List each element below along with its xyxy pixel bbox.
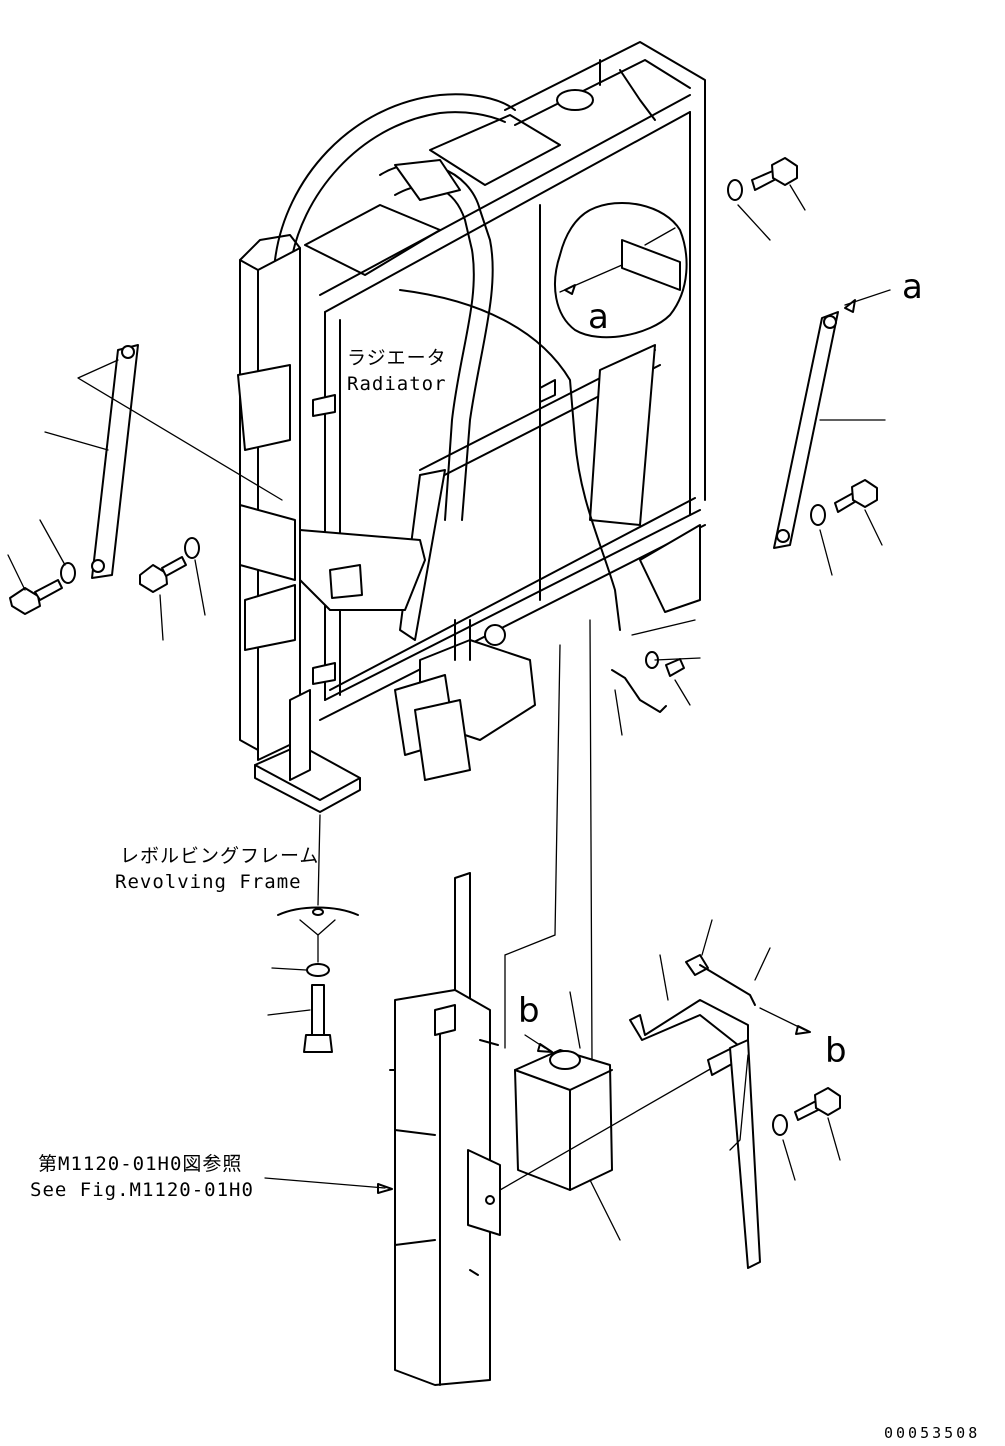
support-column <box>389 872 501 1386</box>
right-stay-rod: a <box>773 267 923 549</box>
callout-a-detail: a <box>588 297 609 337</box>
callout-a-rod: a <box>902 267 923 307</box>
callout-b-bracket: b <box>825 1031 847 1071</box>
radiator-label: ラジエータ Radiator <box>347 347 447 395</box>
tank-bracket: b <box>629 919 847 1269</box>
radiator-label-en: Radiator <box>347 373 447 395</box>
see-fig-label-en: See Fig.M1120-01H0 <box>30 1179 254 1201</box>
detail-a-bubble: a <box>554 202 688 339</box>
drawing-number: 00053508 <box>884 1424 980 1442</box>
reservoir-tank: b <box>499 619 713 1241</box>
callout-b-tank: b <box>518 991 540 1031</box>
revolving-frame-label-en: Revolving Frame <box>115 871 302 893</box>
left-stay-rod <box>44 344 283 579</box>
see-fig-label-jp: 第M1120-01H0図参照 <box>38 1153 242 1175</box>
left-bolts <box>7 519 206 641</box>
radiator-label-jp: ラジエータ <box>347 347 447 369</box>
see-fig-reference: 第M1120-01H0図参照 See Fig.M1120-01H0 <box>30 1153 393 1201</box>
revolving-frame-mount: レボルビングフレーム Revolving Frame <box>115 814 359 1053</box>
right-bolts <box>611 157 883 736</box>
radiator-assembly <box>237 41 706 813</box>
revolving-frame-label-jp: レボルビングフレーム <box>120 845 319 867</box>
